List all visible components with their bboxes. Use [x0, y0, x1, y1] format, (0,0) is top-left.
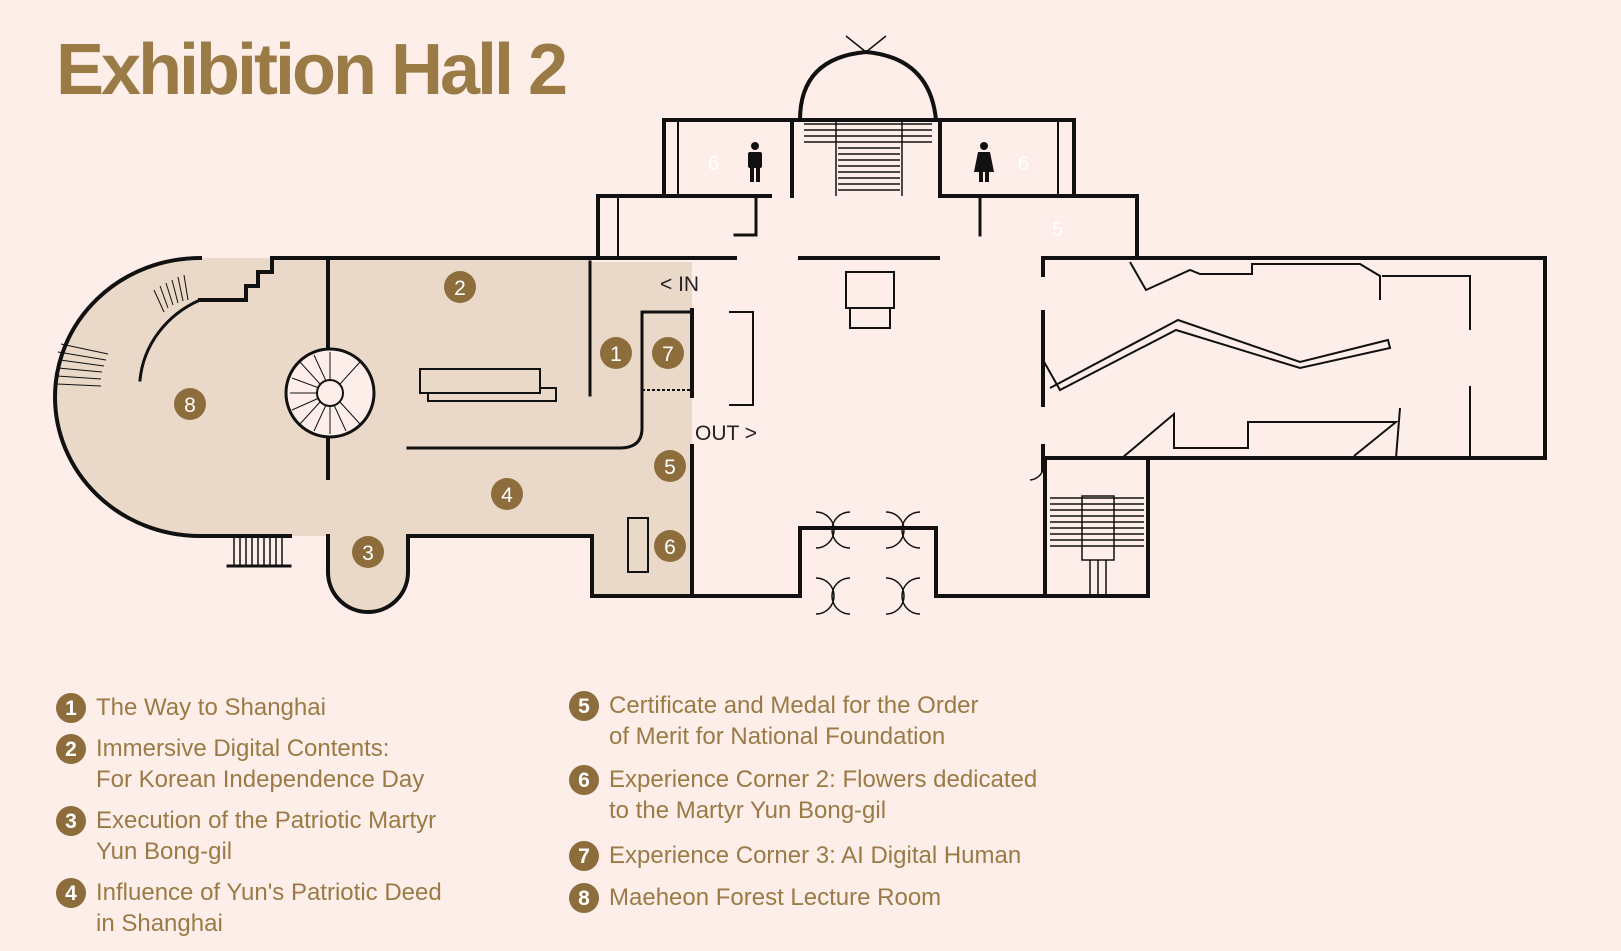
map-marker-label: 1 [610, 343, 622, 366]
map-marker: 8 [174, 388, 206, 420]
map-marker-label: 8 [184, 394, 196, 417]
map-marker: 1 [600, 337, 632, 369]
exhibit-area [55, 258, 692, 612]
legend-text: Influence of Yun's Patriotic Deed in Sha… [96, 879, 442, 937]
map-marker: 5 [654, 450, 686, 482]
legend-text: The Way to Shanghai [96, 694, 326, 721]
legend-item: 3 Execution of the Patriotic Martyr Yun … [56, 805, 436, 867]
map-marker-label: 7 [662, 343, 674, 366]
map-marker-label: 6 [664, 536, 676, 559]
legend-item: 2 Immersive Digital Contents: For Korean… [56, 733, 424, 795]
page-title: Exhibition Hall 2 [56, 30, 568, 110]
restroom-number-women: 6 [1018, 153, 1029, 175]
storage-number: 5 [1052, 219, 1063, 241]
legend-number-badge: 4 [56, 878, 86, 908]
in-label: < IN [660, 273, 699, 296]
legend-number-badge: 5 [569, 691, 599, 721]
legend-text: Experience Corner 3: AI Digital Human [609, 842, 1022, 869]
map-marker-label: 5 [664, 456, 676, 479]
map-marker-label: 3 [362, 542, 374, 565]
legend-number-badge: 1 [56, 693, 86, 723]
men-restroom-icon [748, 142, 762, 182]
legend-item: 8 Maeheon Forest Lecture Room [569, 882, 941, 913]
map-marker: 7 [652, 337, 684, 369]
legend-item: 4 Influence of Yun's Patriotic Deed in S… [56, 877, 442, 939]
legend-number-badge: 8 [569, 883, 599, 913]
legend-number-badge: 7 [569, 841, 599, 871]
legend-item: 5 Certificate and Medal for the Order of… [569, 690, 979, 752]
fixtures [56, 35, 1471, 615]
legend-number-badge: 3 [56, 806, 86, 836]
legend-number-badge: 2 [56, 734, 86, 764]
map-marker: 2 [444, 271, 476, 303]
map-marker: 6 [654, 530, 686, 562]
women-restroom-icon [974, 142, 994, 182]
legend-number-badge: 6 [569, 765, 599, 795]
legend-text: Experience Corner 2: Flowers dedicated t… [609, 766, 1038, 824]
legend-text: Execution of the Patriotic Martyr Yun Bo… [96, 807, 437, 865]
legend-item: 7 Experience Corner 3: AI Digital Human [569, 840, 1021, 871]
legend-item: 1 The Way to Shanghai [56, 692, 326, 723]
map-marker: 4 [491, 478, 523, 510]
restroom-number-men: 6 [708, 153, 719, 175]
map-marker-label: 2 [454, 277, 466, 300]
out-label: OUT > [695, 422, 757, 445]
legend-item: 6 Experience Corner 2: Flowers dedicated… [569, 764, 1037, 826]
legend-text: Immersive Digital Contents: For Korean I… [96, 735, 425, 793]
map-marker-label: 4 [501, 484, 513, 507]
legend-text: Certificate and Medal for the Order of M… [609, 692, 979, 750]
legend-text: Maeheon Forest Lecture Room [609, 884, 942, 911]
map-marker: 3 [352, 536, 384, 568]
